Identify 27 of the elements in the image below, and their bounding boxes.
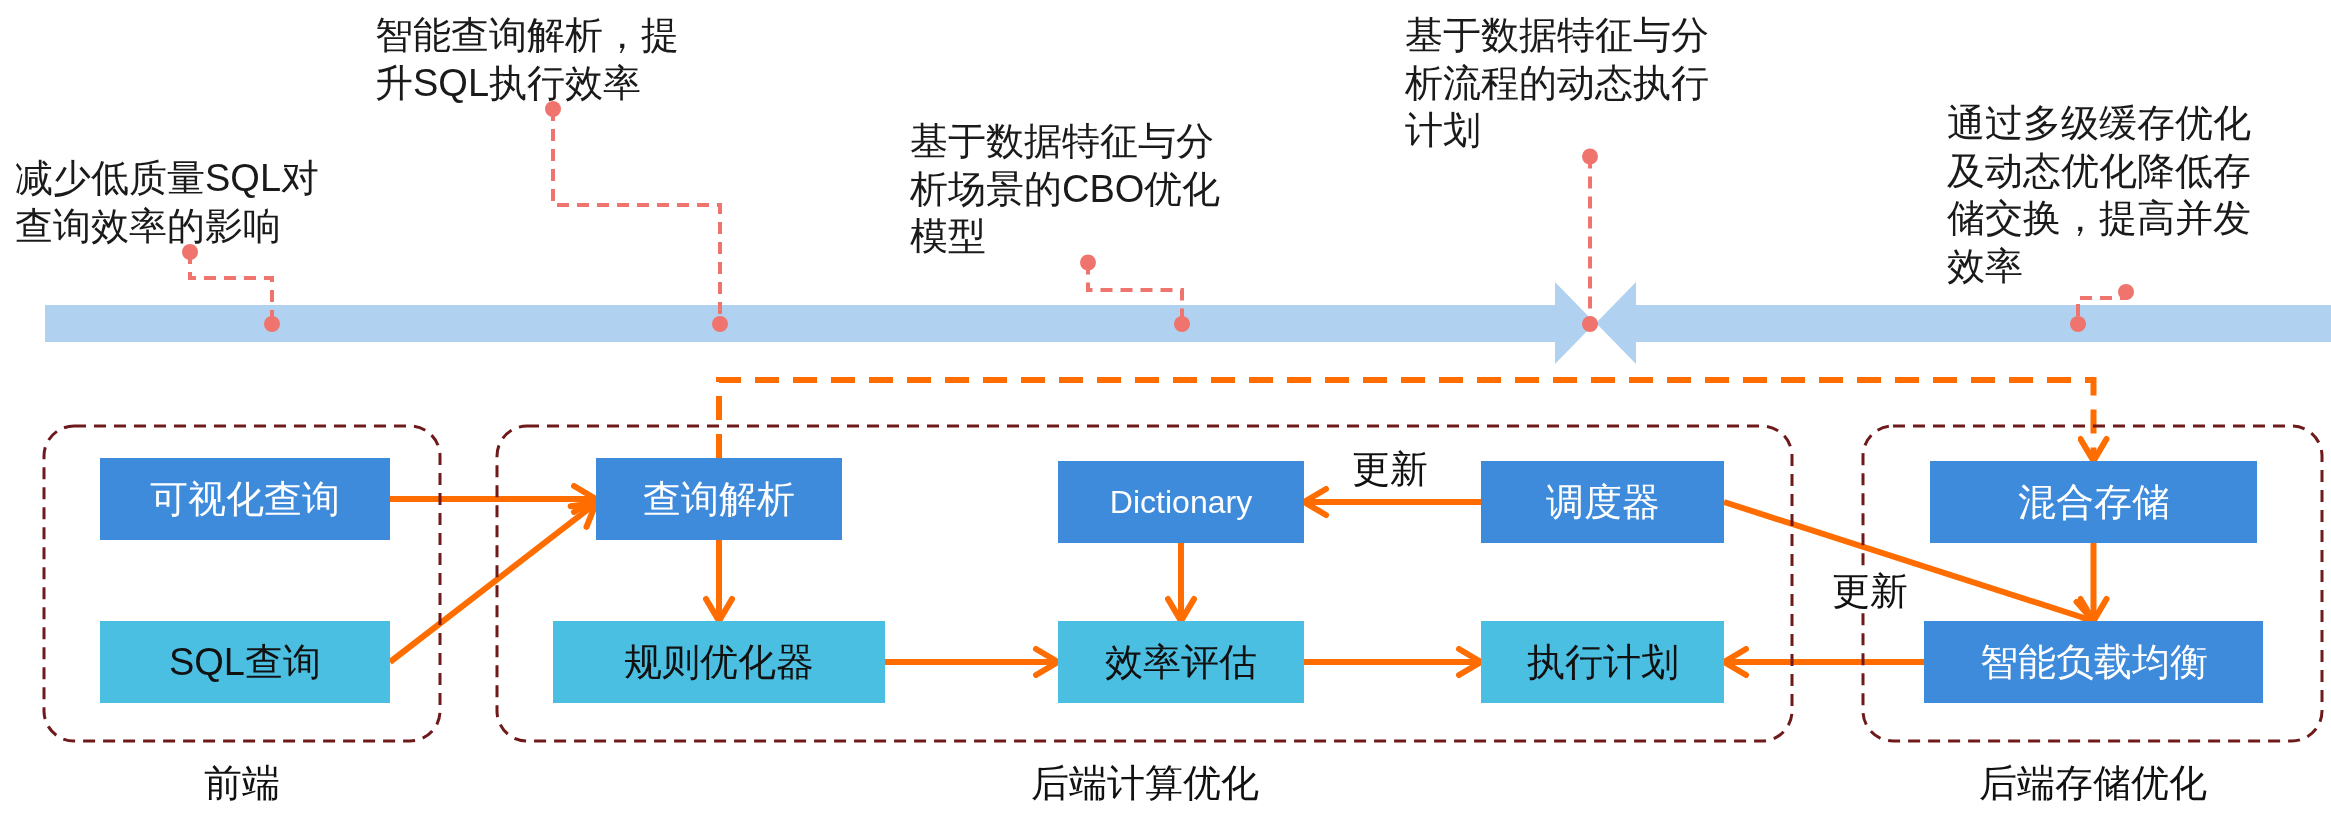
- process-box: 查询解析: [596, 458, 842, 540]
- leader-line: [1080, 254, 1190, 332]
- process-box: 调度器: [1481, 461, 1724, 543]
- arrow: [703, 540, 735, 624]
- arrow: [716, 377, 2110, 464]
- arrow: [2077, 543, 2110, 624]
- group-title: 后端存储优化: [1977, 763, 2208, 805]
- process-box: 效率评估: [1058, 621, 1304, 703]
- process-box: 规则优化器: [553, 621, 885, 703]
- process-box: 可视化查询: [100, 458, 390, 540]
- leader-line: [545, 101, 728, 332]
- process-box: 执行计划: [1481, 621, 1724, 703]
- callout-text: 智能查询解析，提升SQL执行效率: [375, 12, 705, 107]
- callout-text: 通过多级缓存优化及动态优化降低存储交换，提高并发效率: [1947, 100, 2277, 290]
- process-box: Dictionary: [1058, 461, 1304, 543]
- group-title: 后端计算优化: [1029, 763, 1260, 805]
- arrow: [1165, 543, 1197, 624]
- callout-text: 基于数据特征与分析流程的动态执行计划: [1405, 12, 1735, 155]
- callout-text: 基于数据特征与分析场景的CBO优化模型: [910, 118, 1240, 261]
- process-box: 混合存储: [1930, 461, 2257, 543]
- callout-text: 减少低质量SQL对查询效率的影响: [15, 155, 330, 250]
- group-title: 前端: [203, 763, 281, 805]
- process-box: 智能负载均衡: [1924, 621, 2263, 703]
- leader-line: [1582, 148, 1598, 332]
- process-box: SQL查询: [100, 621, 390, 703]
- leader-line: [182, 244, 280, 332]
- leader-line: [2070, 284, 2134, 332]
